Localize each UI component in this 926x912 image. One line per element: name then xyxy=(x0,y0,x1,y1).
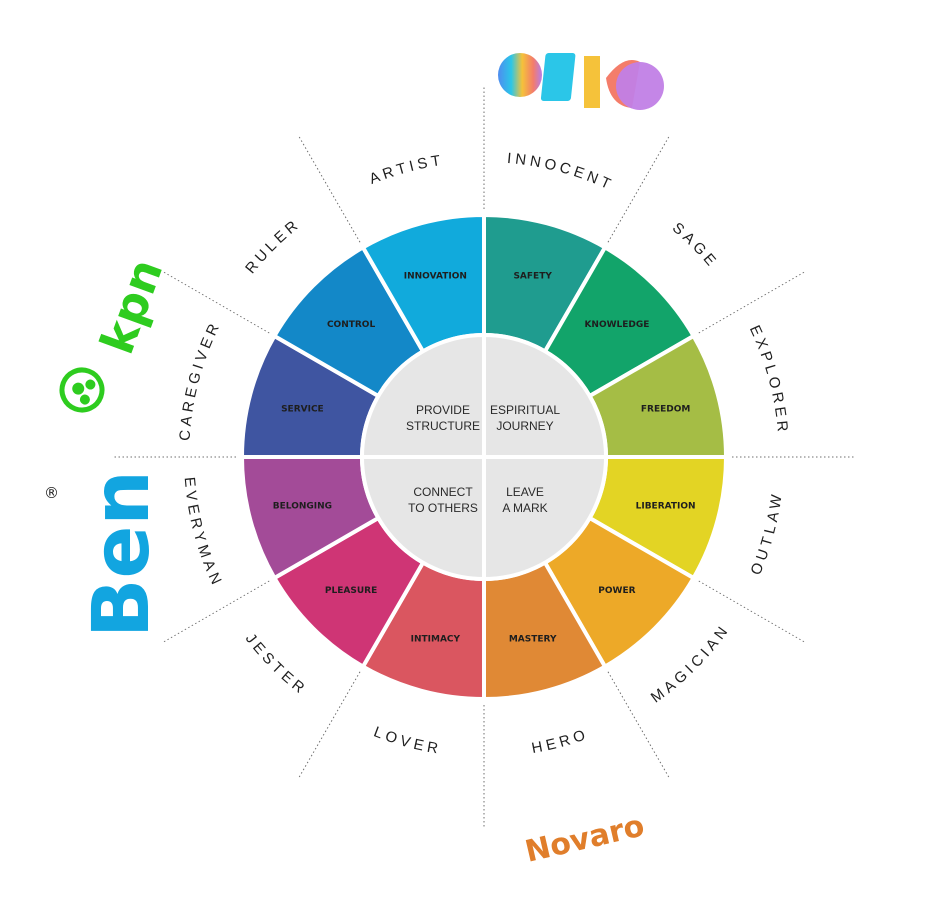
divider-line xyxy=(698,271,805,334)
archetype-label-ruler: RULER xyxy=(242,215,304,277)
divider-line xyxy=(298,136,361,243)
novaro-logo: Novaro xyxy=(522,808,648,869)
segment-label-service: SERVICE xyxy=(281,404,324,414)
segment-label-pleasure: PLEASURE xyxy=(325,586,377,596)
odido-logo xyxy=(498,53,664,110)
wheel-segments: SAFETY KNOWLEDGE FREEDOM LIBERATION POWER MAS… xyxy=(239,212,729,702)
kpn-wordmark: kpn xyxy=(90,252,174,361)
divider-line xyxy=(698,580,805,643)
archetype-label-artist: ARTIST xyxy=(367,152,446,188)
segment-label-mastery: MASTERY xyxy=(509,635,557,645)
quadrant-1 xyxy=(482,332,609,459)
archetype-label-magician: MAGICIAN xyxy=(648,621,734,707)
divider-line xyxy=(607,136,670,243)
segment-label-power: POWER xyxy=(598,586,635,596)
quadrant-label: TO OTHERS xyxy=(408,501,478,515)
archetype-label-outlaw: OUTLAW xyxy=(747,490,786,578)
archetype-label-everyman: EVERYMAN xyxy=(181,476,227,590)
quadrant-label: JOURNEY xyxy=(496,419,553,433)
archetype-label-sage: SAGE xyxy=(669,219,722,272)
archetype-label-explorer: EXPLORER xyxy=(746,323,791,437)
quadrant-label: CONNECT xyxy=(413,485,473,499)
archetype-label-caregiver: CAREGIVER xyxy=(176,318,224,442)
ben-wordmark: Ben xyxy=(77,470,167,638)
quadrant-label: ESPIRITUAL xyxy=(490,403,560,417)
archetype-label-innocent: INNOCENT xyxy=(506,150,616,195)
quadrant-3 xyxy=(359,455,486,582)
segment-label-control: CONTROL xyxy=(327,320,376,330)
divider-lines xyxy=(114,87,854,827)
quadrant-label: PROVIDE xyxy=(416,403,470,417)
ben-logo: Ben ® xyxy=(44,470,167,638)
segment-label-innovation: INNOVATION xyxy=(404,271,467,281)
divider-line xyxy=(163,271,270,334)
segment-label-freedom: FREEDOM xyxy=(641,404,690,414)
archetype-label-lover: LOVER xyxy=(371,723,443,757)
archetype-label-jester: JESTER xyxy=(242,630,311,699)
divider-line xyxy=(163,580,270,643)
kpn-logo: kpn xyxy=(59,252,174,413)
divider-line xyxy=(607,671,670,778)
quadrant-label: STRUCTURE xyxy=(406,419,480,433)
quadrant-label: A MARK xyxy=(502,501,547,515)
segment-label-liberation: LIBERATION xyxy=(636,502,696,512)
kpn-flower-icon xyxy=(59,367,105,413)
segment-label-belonging: BELONGING xyxy=(273,502,332,512)
segment-label-intimacy: INTIMACY xyxy=(411,635,461,645)
quadrant-4 xyxy=(359,332,486,459)
ben-registered-mark: ® xyxy=(44,484,59,502)
segment-label-knowledge: KNOWLEDGE xyxy=(584,320,649,330)
divider-line xyxy=(298,671,361,778)
quadrant-2 xyxy=(482,455,609,582)
archetype-label-hero: HERO xyxy=(530,725,591,757)
segment-label-safety: SAFETY xyxy=(513,271,552,281)
quadrant-label: LEAVE xyxy=(506,485,544,499)
center-quadrants: ESPIRITUAL JOURNEY LEAVE A MARK CONNECT TO OT… xyxy=(359,332,609,582)
